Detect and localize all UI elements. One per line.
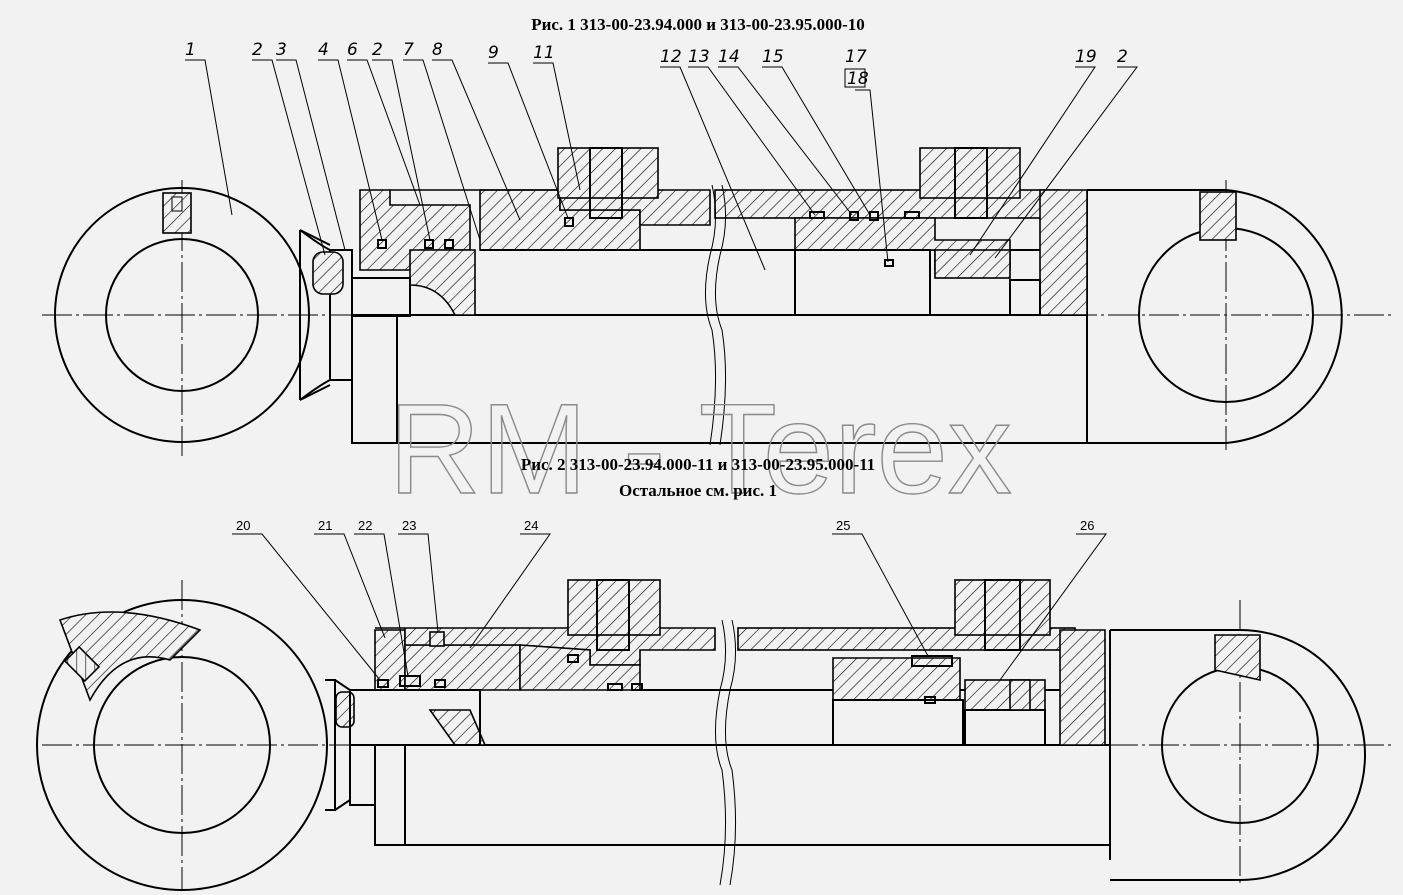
- callout-26: 26: [1080, 518, 1094, 533]
- port-boss-right: [919, 147, 1021, 199]
- figure2-caption: Рис. 2 313-00-23.94.000-11 и 313-00-23.9…: [521, 455, 875, 474]
- callout-18: 18: [847, 69, 869, 89]
- rod-eye-left-2: [36, 599, 328, 891]
- end-cap: [1039, 189, 1088, 316]
- callout-6: 6: [347, 40, 358, 60]
- port-boss-left-2: [567, 579, 661, 636]
- figure2-cylinder: [36, 579, 1395, 891]
- callout-7: 7: [403, 40, 414, 60]
- callout-8: 8: [432, 40, 443, 60]
- callout-9: 9: [488, 43, 499, 63]
- figure2-callouts: 20 21 22 23 24 25 26: [232, 518, 1107, 681]
- grease-fitting-left: [162, 192, 192, 234]
- figure1-caption: Рис. 1 313-00-23.94.000 и 313-00-23.95.0…: [531, 15, 865, 34]
- callout-25: 25: [836, 518, 850, 533]
- callout-20: 20: [236, 518, 250, 533]
- callout-23: 23: [402, 518, 416, 533]
- piston-2: [832, 657, 961, 701]
- callout-13: 13: [688, 47, 710, 67]
- rod-eye-left: [54, 187, 310, 443]
- callout-21: 21: [318, 518, 332, 533]
- rod-eye-bore-left-2: [93, 656, 271, 834]
- callout-2a: 2: [252, 40, 263, 60]
- callout-15: 15: [762, 47, 784, 67]
- callout-2c: 2: [1117, 47, 1128, 67]
- callout-11: 11: [533, 43, 555, 63]
- callout-3: 3: [276, 40, 287, 60]
- callout-17: 17: [845, 47, 867, 67]
- port-boss-left: [557, 147, 659, 199]
- callout-22: 22: [358, 518, 372, 533]
- callout-4: 4: [318, 40, 329, 60]
- watermark: RM - Terex: [388, 378, 1012, 521]
- callout-2b: 2: [372, 40, 383, 60]
- callout-19: 19: [1075, 47, 1097, 67]
- figure2-subcaption: Остальное см. рис. 1: [619, 481, 777, 500]
- callout-24: 24: [524, 518, 538, 533]
- figure1-callouts: 1 2 3 4 6 2 7 8 9 11 12 13 14 15 17 18 1…: [185, 40, 1138, 271]
- callout-14: 14: [718, 47, 740, 67]
- callout-12: 12: [660, 47, 682, 67]
- callout-1: 1: [185, 40, 196, 60]
- port-boss-right-2: [954, 579, 1051, 636]
- rod-eye-bore-left: [105, 238, 259, 392]
- figure1-cylinder: [42, 147, 1395, 460]
